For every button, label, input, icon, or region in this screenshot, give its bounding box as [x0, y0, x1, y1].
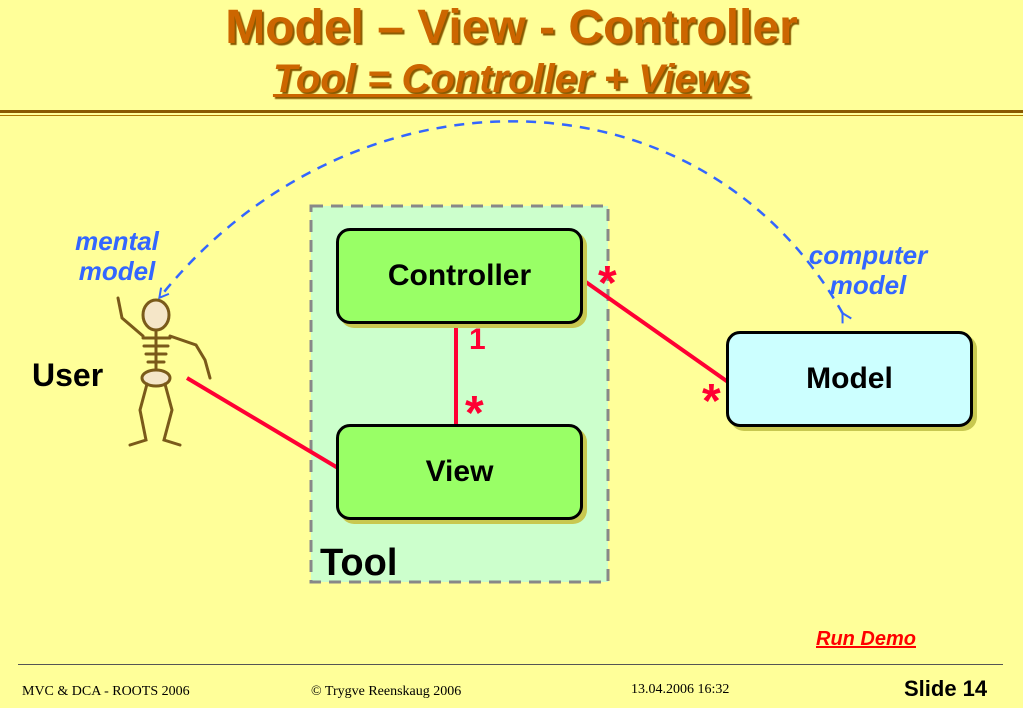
slide-subtitle: Tool = Controller + Views: [272, 57, 751, 101]
multiplicity-model-controller: *: [702, 375, 721, 428]
footer-copyright: © Trygve Reenskaug 2006: [311, 684, 462, 699]
view-box: View: [336, 424, 583, 520]
footer-divider: [18, 664, 1003, 665]
title-divider-thin: [0, 115, 1023, 116]
user-view-connector: [185, 376, 340, 470]
mental-model-label: mental model: [75, 226, 159, 286]
slide-number: Slide 14: [904, 676, 988, 701]
controller-label: Controller: [387, 259, 532, 292]
tool-label: Tool: [320, 542, 398, 584]
multiplicity-controller-view-one: 1: [469, 323, 486, 356]
computer-model-label: computer model: [808, 240, 928, 300]
model-label: Model: [806, 362, 893, 395]
title-divider: [0, 110, 1023, 113]
skeleton-figure-icon: [116, 296, 212, 447]
footer-date: 13.04.2006 16:32: [631, 682, 730, 697]
run-demo-link[interactable]: Run Demo: [816, 628, 916, 650]
footer-event: MVC & DCA - ROOTS 2006: [22, 684, 190, 699]
multiplicity-controller-view-many: *: [465, 387, 484, 440]
multiplicity-controller-model: *: [598, 257, 617, 310]
view-label: View: [425, 455, 494, 488]
user-label: User: [32, 357, 104, 393]
controller-model-connector: [581, 278, 730, 384]
model-box: Model: [726, 331, 973, 427]
controller-box: Controller: [336, 228, 583, 324]
slide-title: Model – View - Controller: [225, 1, 798, 54]
